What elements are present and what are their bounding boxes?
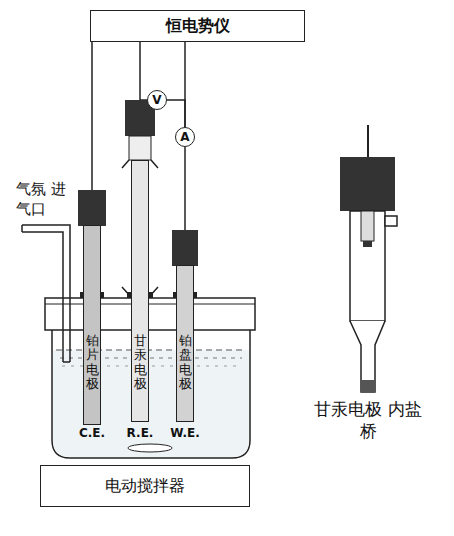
lead-wire: [367, 125, 369, 157]
inner-tip: [363, 241, 372, 247]
gas-tube: [22, 225, 70, 362]
salt-bridge-caption: 甘汞电极 内盐桥: [308, 398, 428, 442]
electrode-cap: [172, 230, 198, 266]
electrode-neck: [129, 136, 151, 160]
electrode-label: 铂盘电极: [179, 334, 192, 391]
reference-electrode: 甘汞电极: [131, 160, 149, 422]
voltmeter-symbol: V: [147, 90, 167, 110]
electrode-cap: [78, 190, 106, 226]
electrode-code: W.E.: [163, 426, 207, 442]
wire: [184, 42, 186, 127]
side-arm: [385, 216, 397, 226]
counter-electrode: 铂片电极: [83, 225, 101, 425]
gas-inlet-label: 气氛 进气口: [16, 180, 68, 219]
beaker: [52, 330, 250, 458]
electrode-label: 甘汞电极: [134, 334, 147, 391]
lid-edge: [45, 304, 255, 305]
cell-lid: [45, 298, 255, 330]
electrode-code: C.E.: [70, 426, 114, 442]
stirrer-box: 电动搅拌器: [40, 465, 250, 507]
porous-tip: [361, 380, 375, 392]
gas-tube-end: [21, 225, 23, 232]
node-text: 恒电势仪: [166, 16, 230, 37]
node-text: A: [180, 130, 189, 144]
stir-bar: [128, 444, 172, 452]
potentiostat-box: 恒电势仪: [90, 10, 305, 42]
electrode-code: R.E.: [118, 426, 162, 442]
wire: [167, 100, 185, 127]
node-text: V: [152, 93, 161, 107]
ammeter-symbol: A: [175, 127, 195, 147]
inner-tube: [361, 211, 374, 241]
node-text: 电动搅拌器: [105, 476, 185, 497]
working-electrode: 铂盘电极: [176, 265, 194, 422]
gas-tube: [22, 232, 63, 362]
salt-bridge-tube: [350, 211, 385, 321]
salt-bridge-cap: [340, 157, 395, 211]
gas-tube-end: [63, 361, 70, 363]
salt-bridge-taper: [350, 321, 385, 392]
electrode-label: 铂片电极: [86, 334, 99, 391]
